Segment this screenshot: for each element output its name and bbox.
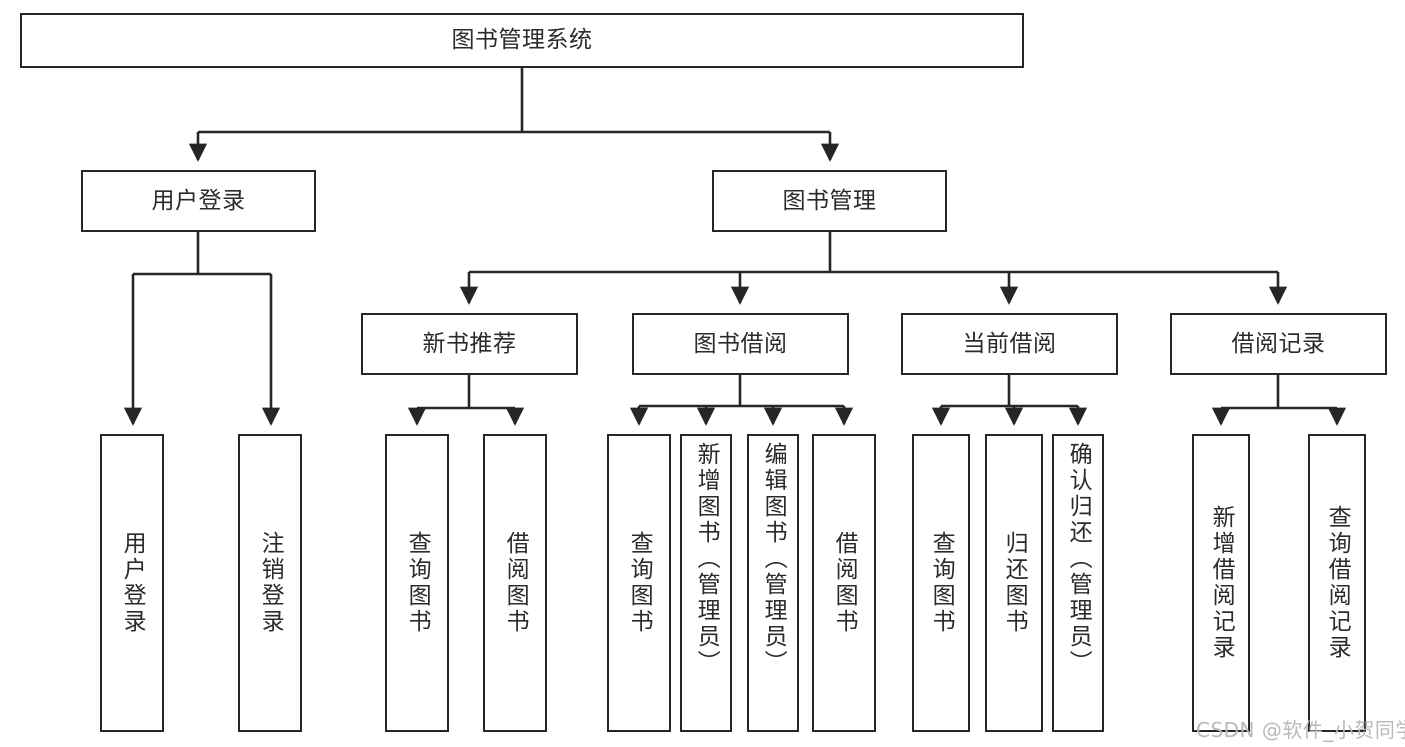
leaf-node-label: 新增图书（管理员） [693,442,720,676]
leaf-node[interactable]: 借阅图书 [483,434,547,732]
node-root-label: 图书管理系统 [451,27,593,54]
leaf-node-label: 注销登录 [257,531,284,635]
leaf-node[interactable]: 用户登录 [100,434,164,732]
leaf-node[interactable]: 查询图书 [912,434,970,732]
leaf-node-label: 查询图书 [404,531,431,635]
leaf-node-label: 借阅图书 [502,531,529,635]
leaf-node[interactable]: 查询图书 [607,434,671,732]
node-user-login-label: 用户登录 [151,187,246,214]
leaf-node-label: 借阅图书 [831,531,858,635]
node-new-book-recommend-label: 新书推荐 [422,330,517,357]
leaf-node[interactable]: 确认归还（管理员） [1052,434,1104,732]
leaf-node-label: 用户登录 [119,531,146,635]
leaf-node-label: 查询图书 [928,531,955,635]
node-book-borrow-label: 图书借阅 [693,330,788,357]
leaf-node-label: 归还图书 [1001,531,1028,635]
node-book-borrow[interactable]: 图书借阅 [632,313,849,375]
leaf-node-label: 查询借阅记录 [1324,505,1351,661]
leaf-node[interactable]: 查询图书 [385,434,449,732]
leaf-node-label: 编辑图书（管理员） [760,442,787,676]
csdn-watermark: CSDN @软件_小贺同学 [1196,718,1405,742]
leaf-node[interactable]: 新增借阅记录 [1192,434,1250,732]
leaf-node[interactable]: 借阅图书 [812,434,876,732]
leaf-node-label: 新增借阅记录 [1208,505,1235,661]
leaf-node[interactable]: 查询借阅记录 [1308,434,1366,732]
leaf-node-label: 查询图书 [626,531,653,635]
node-current-borrow[interactable]: 当前借阅 [901,313,1118,375]
leaf-node[interactable]: 编辑图书（管理员） [747,434,799,732]
node-borrow-record[interactable]: 借阅记录 [1170,313,1387,375]
node-new-book-recommend[interactable]: 新书推荐 [361,313,578,375]
node-book-management-label: 图书管理 [782,187,877,214]
leaf-node[interactable]: 归还图书 [985,434,1043,732]
node-book-management[interactable]: 图书管理 [712,170,947,232]
leaf-node[interactable]: 新增图书（管理员） [680,434,732,732]
leaf-node-label: 确认归还（管理员） [1065,442,1092,676]
node-borrow-record-label: 借阅记录 [1231,330,1326,357]
leaf-node[interactable]: 注销登录 [238,434,302,732]
node-current-borrow-label: 当前借阅 [962,330,1057,357]
node-user-login[interactable]: 用户登录 [81,170,316,232]
node-root[interactable]: 图书管理系统 [20,13,1024,68]
